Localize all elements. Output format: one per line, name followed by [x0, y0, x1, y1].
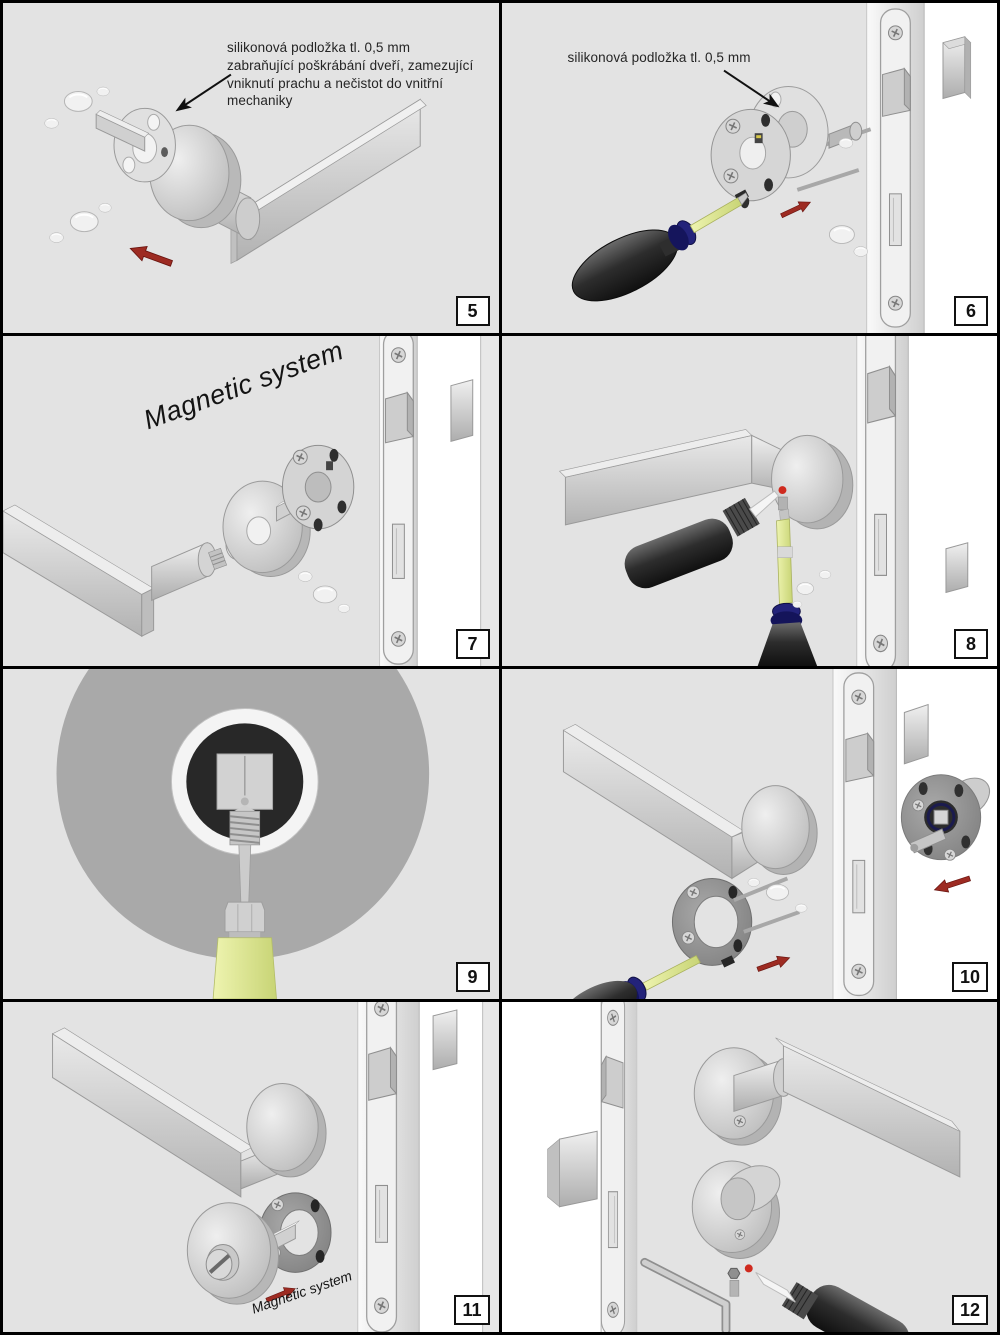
step-number-badge: 6	[954, 296, 988, 326]
lock-faceplate	[865, 336, 895, 666]
silicone-washer-annotation: silikonová podložka tl. 0,5 mm zabraňují…	[227, 40, 474, 109]
step12-thumbturn-glue-allenkey-illustration	[501, 1002, 997, 1332]
opposite-handle-block	[944, 542, 968, 594]
step-number-badge: 10	[951, 962, 988, 992]
fixing-screws	[732, 876, 800, 934]
hex-nut	[726, 1267, 740, 1297]
screwdriver-bit	[224, 844, 266, 938]
square-spindle	[95, 109, 150, 152]
step-number-badge: 5	[455, 296, 490, 326]
wc-thumbturn-rosette	[900, 774, 990, 861]
step7-magnetic-system-illustration	[3, 336, 499, 666]
opposite-handle-block	[546, 1130, 598, 1208]
step11-wc-rosette-exploded-illustration	[3, 1002, 499, 1332]
grub-screw-threaded	[229, 805, 261, 846]
rosette-mount-plate	[276, 444, 355, 532]
panel-background	[3, 3, 499, 333]
rosette-mount-plate	[710, 108, 791, 209]
step-number-badge: 12	[951, 1295, 988, 1325]
opposite-handle-block	[903, 703, 929, 765]
lever-handle	[558, 429, 853, 530]
wc-thumbturn	[691, 1160, 780, 1259]
glue-drop	[744, 1264, 753, 1273]
opposite-handle-block	[941, 36, 971, 100]
mount-ring	[671, 877, 752, 968]
screwdriver	[556, 955, 701, 999]
glue-bottle	[624, 490, 779, 589]
glue-bottle	[754, 1271, 910, 1332]
lock-faceplate	[601, 1002, 624, 1332]
step8-glue-and-grubscrew-illustration	[501, 336, 997, 666]
mount-ring	[252, 1192, 332, 1273]
panel-step-9: 9	[3, 669, 499, 999]
screwdriver	[757, 508, 817, 666]
step-number-badge: 11	[454, 1295, 490, 1325]
silicone-washer-annotation: silikonová podložka tl. 0,5 mm	[567, 50, 751, 65]
lever-handle	[562, 723, 818, 880]
opposite-handle-block	[450, 379, 474, 443]
lock-faceplate	[880, 9, 910, 327]
panel-step-6: silikonová podložka tl. 0,5 mm 6	[501, 3, 997, 333]
annotation-arrow	[172, 73, 232, 117]
rosette-cover-disc	[222, 480, 311, 578]
lock-faceplate	[843, 673, 873, 995]
square-spindle-end	[216, 753, 274, 810]
glue-drop	[777, 486, 786, 495]
step5-exploded-handle-illustration	[3, 3, 499, 333]
lock-faceplate	[367, 1002, 397, 1332]
panel-step-11: Magnetic system 11	[3, 1002, 499, 1332]
panel-step-5: silikonová podložka tl. 0,5 mm zabraňují…	[3, 3, 499, 333]
step-number-badge: 9	[455, 962, 490, 992]
panel-step-12: 12	[501, 1002, 997, 1332]
lever-handle	[693, 1037, 960, 1178]
screwdriver	[571, 192, 748, 302]
allen-key	[639, 1257, 730, 1332]
lever-handle	[3, 504, 228, 638]
step9-spindle-closeup-illustration	[3, 669, 499, 999]
step6-screwdriver-rosette-illustration	[501, 3, 997, 333]
screwdriver-shaft	[212, 937, 277, 999]
step10-mount-ring-and-thumbturn-illustration	[501, 669, 997, 999]
lever-handle	[51, 1027, 327, 1198]
annotation-arrow	[722, 69, 783, 113]
step-number-badge: 8	[954, 629, 988, 659]
panel-step-7: Magnetic system 7	[3, 336, 499, 666]
panel-step-10: 10	[501, 669, 997, 999]
wc-turn-cover-disc	[186, 1202, 279, 1305]
grub-screw	[777, 496, 788, 511]
panel-step-8: 8	[501, 336, 997, 666]
step-number-badge: 7	[455, 629, 490, 659]
opposite-handle-block	[432, 1009, 458, 1071]
lock-faceplate	[384, 336, 414, 664]
